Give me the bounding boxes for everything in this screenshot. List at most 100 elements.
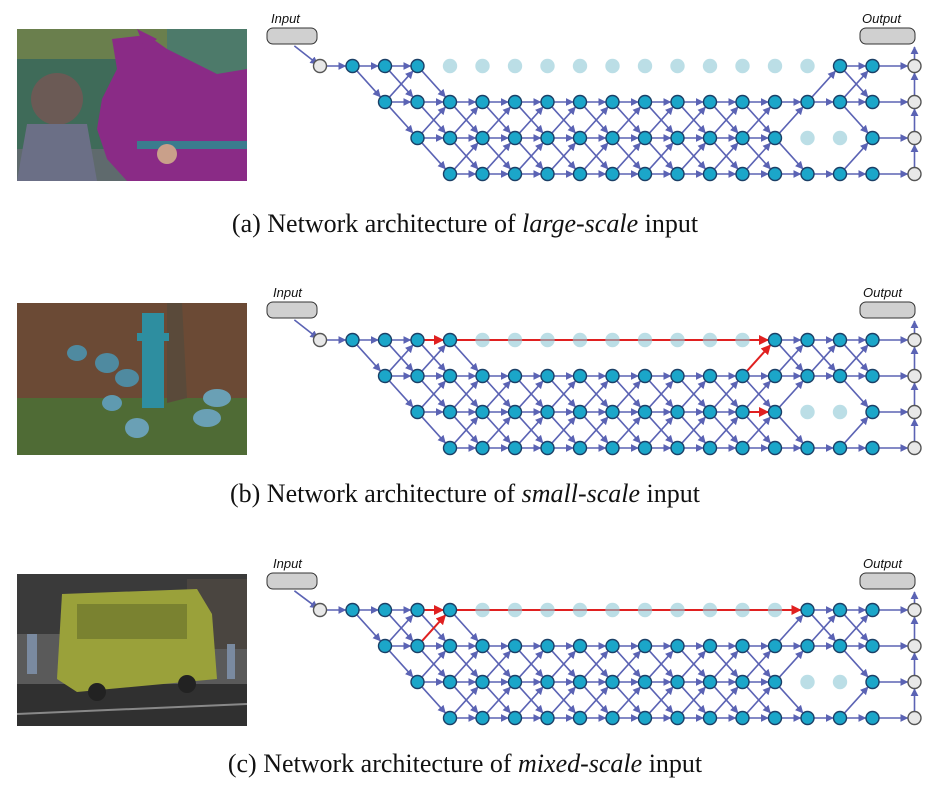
- inactive-node: [637, 332, 653, 348]
- input-label: Input: [273, 556, 303, 571]
- cell-node: [800, 94, 815, 110]
- selected-path-edge: [421, 614, 447, 642]
- network-edge: [389, 344, 414, 372]
- cell-node: [507, 638, 523, 654]
- cell-node: [507, 440, 523, 456]
- cell-node: [572, 130, 588, 146]
- network-edge: [486, 416, 511, 444]
- inactive-node: [800, 58, 815, 74]
- network-edge: [389, 106, 414, 134]
- network-edge: [519, 380, 544, 408]
- network-edge: [844, 380, 869, 408]
- cell-node: [540, 368, 555, 384]
- inactive-node: [735, 58, 750, 74]
- network-edge: [844, 142, 869, 170]
- cell-node: [540, 440, 555, 456]
- caption-suffix: input: [640, 479, 700, 508]
- cell-node: [605, 440, 620, 456]
- cell-node: [865, 166, 880, 182]
- cell-node: [800, 332, 815, 348]
- output-node: [907, 602, 922, 618]
- network-edge: [844, 70, 869, 98]
- network-edge: [356, 70, 381, 98]
- cell-node: [702, 130, 718, 146]
- cell-node: [800, 710, 815, 726]
- cell-node: [475, 368, 490, 384]
- inactive-node: [670, 602, 685, 618]
- inactive-node: [507, 332, 523, 348]
- cell-node: [865, 404, 880, 420]
- cell-node: [832, 440, 848, 456]
- cell-node: [735, 94, 750, 110]
- inactive-node: [442, 58, 458, 74]
- inactive-node: [767, 58, 783, 74]
- network-edge: [293, 590, 319, 609]
- cell-node: [702, 638, 718, 654]
- network-edge: [584, 380, 609, 408]
- network-edge: [779, 142, 804, 170]
- caption-c: (c) Network architecture of mixed-scale …: [0, 749, 930, 779]
- cell-node: [442, 710, 458, 726]
- network-edge: [421, 416, 446, 444]
- cell-node: [442, 440, 458, 456]
- network-edge: [779, 106, 804, 134]
- network-edge: [779, 686, 804, 714]
- inactive-node: [475, 332, 490, 348]
- network-edge: [454, 106, 479, 134]
- cell-node: [800, 638, 815, 654]
- cell-node: [475, 94, 490, 110]
- network-edge: [389, 70, 414, 98]
- cell-node: [865, 94, 880, 110]
- cell-node: [670, 710, 685, 726]
- caption-suffix: input: [642, 749, 703, 778]
- caption-prefix: (c) Network architecture of: [227, 749, 519, 778]
- network-edge: [421, 70, 446, 98]
- output-node: [907, 638, 922, 654]
- network-edge: [454, 650, 479, 678]
- network-edge: [551, 416, 576, 444]
- cell-node: [865, 332, 880, 348]
- output-node: [907, 404, 922, 420]
- cell-node: [605, 166, 620, 182]
- network-edge: [486, 650, 511, 678]
- network-edge: [649, 686, 674, 714]
- cell-node: [865, 440, 880, 456]
- network-edge: [616, 650, 641, 678]
- network-edge: [486, 142, 511, 170]
- cell-node: [865, 130, 880, 146]
- inactive-node: [670, 332, 685, 348]
- network-edge: [681, 106, 706, 134]
- cell-node: [540, 166, 555, 182]
- cell-node: [637, 94, 653, 110]
- cell-node: [410, 332, 425, 348]
- cell-node: [475, 638, 490, 654]
- cell-node: [442, 404, 458, 420]
- network-edge: [811, 614, 836, 642]
- inactive-node: [832, 404, 848, 420]
- network-edge: [356, 344, 381, 372]
- cell-node: [800, 602, 815, 618]
- inactive-node: [540, 602, 555, 618]
- cell-node: [540, 710, 555, 726]
- cell-node: [670, 638, 685, 654]
- network-edge: [844, 614, 869, 642]
- caption-scale: mixed-scale: [518, 749, 643, 778]
- inactive-node: [670, 58, 685, 74]
- cell-node: [377, 638, 393, 654]
- cell-node: [767, 404, 783, 420]
- cell-node: [702, 404, 718, 420]
- cell-node: [735, 440, 750, 456]
- output-node: [907, 130, 922, 146]
- cell-node: [605, 674, 620, 690]
- cell-node: [637, 130, 653, 146]
- cell-node: [605, 404, 620, 420]
- network-edge: [746, 686, 771, 714]
- cell-node: [702, 94, 718, 110]
- inactive-node: [702, 602, 718, 618]
- network-edge: [779, 650, 804, 678]
- network-edge: [584, 416, 609, 444]
- network-edge: [454, 142, 479, 170]
- network-edge: [681, 650, 706, 678]
- network-edge: [844, 650, 869, 678]
- inactive-node: [540, 58, 555, 74]
